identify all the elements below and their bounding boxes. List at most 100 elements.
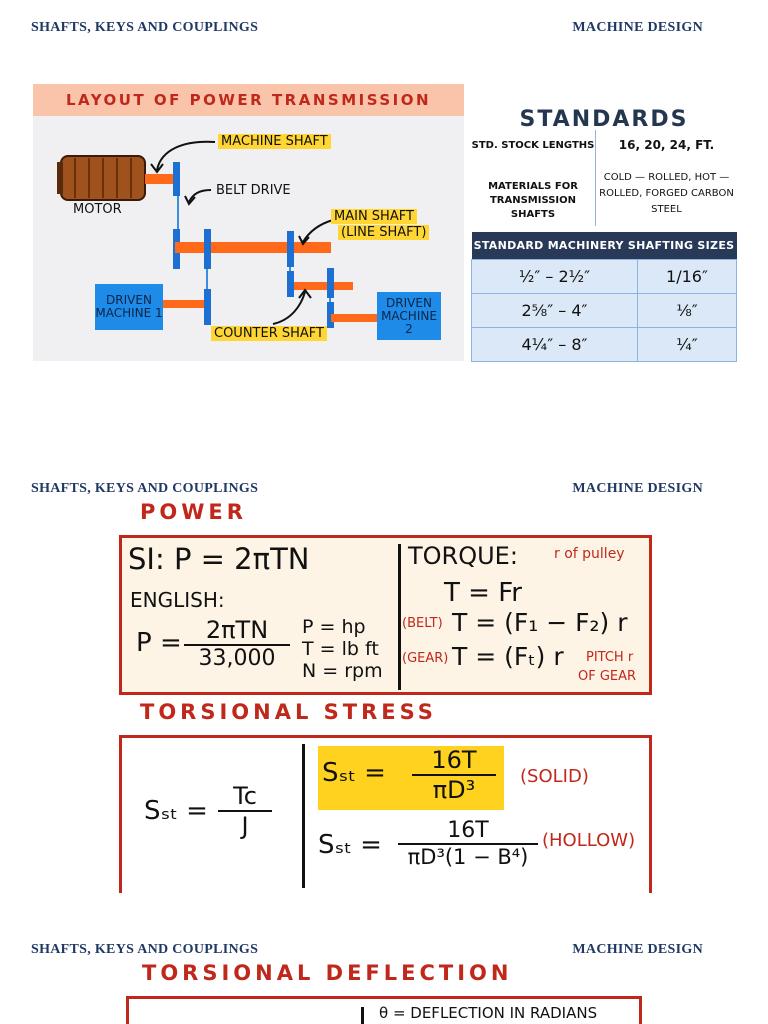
shaft-size-range: ½″ – 2½″ — [471, 258, 638, 294]
pitch-note-1: PITCH r — [586, 650, 634, 665]
torque-note: r of pulley — [554, 546, 625, 562]
hollow-denominator: πD³(1 − B⁴) — [407, 845, 529, 869]
materials-label-line-2: TRANSMISSION SHAFTS — [489, 195, 577, 220]
belt-tag: (BELT) — [402, 616, 443, 631]
power-formula-box: SI: P = 2πTN ENGLISH: P = 2πTN 33,000 P … — [119, 535, 652, 695]
stress-lhs: Sₛₜ = — [144, 796, 208, 826]
theta-definition: θ = DEFLECTION IN RADIANS — [379, 1004, 598, 1022]
solid-lhs: Sₛₜ = — [322, 758, 386, 788]
solid-fraction: 16T πD³ — [412, 746, 496, 804]
motor-label: MOTOR — [73, 202, 122, 217]
driven-machine-2-label-line-3: 2 — [405, 321, 413, 336]
standards-divider — [595, 130, 596, 226]
table-row: 2⅝″ – 4″ ⅛″ — [471, 292, 737, 328]
shaft-size-range: 4¼″ – 8″ — [471, 326, 638, 362]
counter-shaft — [287, 282, 353, 290]
motor-cap — [57, 162, 63, 194]
english-denominator: 33,000 — [198, 646, 276, 671]
fraction-bar — [184, 644, 290, 646]
solid-tag: (SOLID) — [520, 766, 589, 787]
units-torque: T = lb ft — [302, 638, 379, 660]
hollow-numerator: 16T — [447, 818, 489, 843]
hollow-fraction: 16T πD³(1 − B⁴) — [398, 818, 538, 869]
torsional-stress-heading: TORSIONAL STRESS — [140, 700, 437, 724]
shaft-size-step: ¼″ — [637, 326, 737, 362]
units-power: P = hp — [302, 616, 366, 638]
driven-machine-2: DRIVEN MACHINE 2 — [377, 292, 441, 340]
main-shaft-label: MAIN SHAFT — [331, 209, 417, 224]
header-left: SHAFTS, KEYS AND COUPLINGS — [31, 481, 259, 496]
shaft-size-step: 1/16″ — [637, 258, 737, 294]
shaft-size-range: 2⅝″ – 4″ — [471, 292, 638, 328]
hollow-tag: (HOLLOW) — [542, 830, 636, 851]
stock-lengths-value: 16, 20, 24, FT. — [618, 138, 715, 152]
machine-shaft-label: MACHINE SHAFT — [218, 134, 331, 149]
belt-torque-equation: T = (F₁ − F₂) r — [452, 608, 628, 637]
driven-machine-1-label-line-2: MACHINE 1 — [95, 306, 163, 320]
header-left: SHAFTS, KEYS AND COUPLINGS — [31, 942, 259, 957]
english-p: P = — [136, 628, 182, 658]
driven-machine-2-label-line-1: DRIVEN — [386, 295, 432, 310]
english-units: P = hp T = lb ft N = rpm — [302, 616, 383, 682]
solid-highlight — [318, 746, 504, 810]
materials-value: COLD — ROLLED, HOT — ROLLED, FORGED CARB… — [596, 170, 737, 218]
driven-machine-1-label-line-1: DRIVEN — [106, 293, 152, 307]
stock-lengths-label: STD. STOCK LENGTHS — [471, 140, 595, 151]
counter-shaft-label: COUNTER SHAFT — [211, 326, 327, 341]
power-transmission-layout-figure: LAYOUT OF POWER TRANSMISSION — [33, 84, 464, 361]
torsional-deflection-box: θ = DEFLECTION IN RADIANS — [126, 996, 642, 1024]
power-divider — [398, 544, 401, 690]
driven-machine-2-label-line-2: MACHINE — [381, 308, 437, 323]
english-power-fraction: 2πTN 33,000 — [184, 616, 290, 671]
table-row: 4¼″ – 8″ ¼″ — [471, 326, 737, 362]
hollow-lhs: Sₛₜ = — [318, 830, 382, 860]
power-heading: POWER — [140, 500, 247, 524]
solid-denominator: πD³ — [432, 776, 476, 804]
shaft-size-step: ⅛″ — [637, 292, 737, 328]
pitch-note-2: OF GEAR — [578, 669, 637, 684]
deflection-divider — [361, 1007, 364, 1024]
tc-over-j-fraction: Tc J — [218, 782, 272, 840]
gear-tag: (GEAR) — [402, 651, 449, 666]
materials-label: MATERIALS FOR TRANSMISSION SHAFTS — [471, 180, 595, 222]
page-header: SHAFTS, KEYS AND COUPLINGS MACHINE DESIG… — [31, 941, 703, 959]
table-row: ½″ – 2½″ 1/16″ — [471, 258, 737, 294]
materials-value-line-3: STEEL — [651, 204, 682, 215]
materials-label-line-1: MATERIALS FOR — [488, 181, 578, 192]
main-shaft — [175, 242, 331, 253]
shafting-sizes-table: STANDARD MACHINERY SHAFTING SIZES ½″ – 2… — [471, 232, 737, 362]
j-denominator: J — [241, 812, 249, 840]
fraction-bar — [412, 774, 496, 776]
machine-1-shaft — [161, 300, 209, 308]
si-power-formula: SI: P = 2πTN — [128, 542, 310, 576]
layout-title-bar — [33, 84, 464, 116]
fraction-bar — [218, 810, 272, 812]
materials-value-line-1: COLD — ROLLED, HOT — — [603, 172, 730, 183]
machine-shaft — [145, 174, 177, 184]
stress-divider — [302, 744, 305, 888]
belt-drive-label: BELT DRIVE — [216, 183, 291, 198]
torque-label: TORQUE: — [408, 542, 518, 570]
motor-pulley — [173, 162, 180, 196]
torsional-stress-box: Sₛₜ = Tc J Sₛₜ = 16T πD³ (SOLID) Sₛₜ = 1… — [119, 735, 652, 893]
gear-torque-equation: T = (Fₜ) r — [452, 642, 564, 671]
header-left: SHAFTS, KEYS AND COUPLINGS — [31, 20, 259, 35]
shafting-table-title: STANDARD MACHINERY SHAFTING SIZES — [471, 232, 737, 259]
page-header: SHAFTS, KEYS AND COUPLINGS MACHINE DESIG… — [31, 19, 703, 37]
english-label: ENGLISH: — [130, 588, 225, 612]
english-numerator: 2πTN — [205, 616, 269, 644]
torsional-deflection-heading: TORSIONAL DEFLECTION — [142, 961, 513, 985]
units-speed: N = rpm — [302, 660, 383, 682]
layout-diagram — [57, 140, 379, 328]
standards-title: STANDARDS — [519, 107, 689, 132]
tc-numerator: Tc — [233, 782, 257, 810]
header-right: MACHINE DESIGN — [572, 481, 703, 496]
layout-title: LAYOUT OF POWER TRANSMISSION — [65, 91, 432, 109]
line-shaft-label: (LINE SHAFT) — [338, 225, 430, 240]
standards-panel: STANDARDS STD. STOCK LENGTHS 16, 20, 24,… — [471, 100, 737, 362]
solid-numerator: 16T — [431, 746, 477, 774]
header-right: MACHINE DESIGN — [572, 942, 703, 957]
header-right: MACHINE DESIGN — [572, 20, 703, 35]
machine-2-shaft — [331, 314, 379, 322]
materials-value-line-2: ROLLED, FORGED CARBON — [599, 188, 734, 199]
